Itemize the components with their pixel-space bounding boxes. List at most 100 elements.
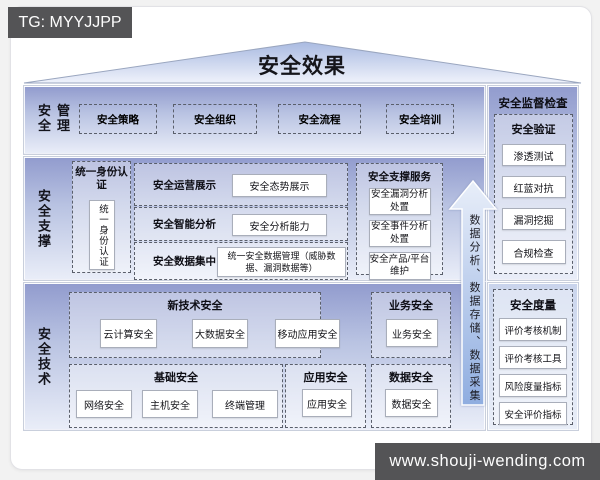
row-security-management: 安全管理 安全策略 安全组织 安全流程 安全培训 [24, 86, 485, 154]
group-business-security-title: 业务安全 [389, 300, 433, 312]
box-product-platform-maintenance-label: 安全产品/平台维护 [369, 253, 430, 277]
box-bigdata-security: 大数据安全 [192, 319, 248, 348]
group-data-security: 数据安全 数据安全 [371, 364, 451, 428]
box-evaluation-indicators-label: 安全评价指标 [504, 409, 562, 421]
group-support-services-title: 安全支撑服务 [368, 171, 431, 183]
group-basic-security: 基础安全 网络安全 主机安全 终端管理 [69, 364, 283, 428]
panel-supervision-title: 安全监督检查 [498, 98, 568, 110]
box-analysis-capability: 安全分析能力 [232, 214, 327, 236]
group-security-metrics-title: 安全度量 [510, 300, 556, 312]
group-data-centralization: 安全数据集中 统一安全数据管理（威胁数据、漏洞数据等） [134, 242, 348, 280]
box-unified-identity-label: 统一身份认证 [97, 203, 108, 267]
group-support-services: 安全支撑服务 安全漏洞分析处置 安全事件分析处置 安全产品/平台维护 [356, 163, 443, 280]
metrics-items-list: 评价考核机制 评价考核工具 风险度量指标 安全评价指标 [494, 318, 572, 425]
box-red-blue-confrontation-label: 红蓝对抗 [513, 183, 554, 195]
box-incident-analysis-label: 安全事件分析处置 [370, 221, 428, 245]
box-penetration-testing: 渗透测试 [501, 144, 566, 166]
data-flow-arrow-label: 数据分析、数据存储、数据采集 [468, 214, 480, 403]
box-evaluation-tools-label: 评价考核工具 [504, 353, 562, 365]
box-mobile-app-security: 移动应用安全 [275, 319, 340, 348]
box-business-security-label: 业务安全 [392, 329, 432, 341]
group-security-operations: 安全运营展示 安全态势展示 [134, 163, 348, 206]
panel-supervision: 安全监督检查 安全验证 渗透测试 红蓝对抗 漏洞挖掘 合规检查 [488, 86, 578, 280]
box-unified-data-management-label: 统一安全数据管理（威胁数据、漏洞数据等） [227, 250, 336, 273]
box-security-training: 安全培训 [386, 104, 454, 134]
box-incident-analysis: 安全事件分析处置 [368, 220, 431, 247]
group-data-security-title: 数据安全 [389, 372, 433, 384]
tg-badge-label: TG: MYYJJPP [18, 13, 122, 31]
box-security-policy-label: 安全策略 [97, 113, 139, 126]
box-compliance-check-label: 合规检查 [513, 248, 554, 260]
box-security-policy: 安全策略 [79, 104, 157, 134]
tg-badge: TG: MYYJJPP [8, 7, 132, 38]
box-cloud-security: 云计算安全 [100, 319, 157, 348]
box-situation-display: 安全态势展示 [232, 174, 327, 197]
box-vuln-analysis: 安全漏洞分析处置 [368, 188, 431, 215]
supervision-items-list: 渗透测试 红蓝对抗 漏洞挖掘 合规检查 [495, 144, 572, 264]
row-security-support: 安全支撑 统一身份认证 统一身份认证 安全运营展示 安全态势展示 安全智能分析 … [24, 157, 485, 280]
group-data-centralization-title: 安全数据集中 [153, 255, 216, 268]
box-evaluation-mechanism-label: 评价考核机制 [504, 325, 562, 337]
group-security-operations-title: 安全运营展示 [153, 179, 216, 191]
box-network-security-label: 网络安全 [84, 400, 124, 412]
box-penetration-testing-label: 渗透测试 [513, 151, 554, 163]
box-network-security: 网络安全 [76, 390, 132, 418]
watermark-url: www.shouji-wending.com [389, 452, 586, 470]
box-application-security-label: 应用安全 [307, 399, 347, 411]
box-vuln-analysis-label: 安全漏洞分析处置 [370, 189, 428, 213]
box-red-blue-confrontation: 红蓝对抗 [501, 176, 566, 198]
group-new-tech-title: 新技术安全 [167, 300, 223, 312]
row-security-technology: 安全技术 新技术安全 云计算安全 大数据安全 移动应用安全 业务安全 业务安全 … [24, 283, 485, 430]
data-flow-arrow [448, 179, 498, 406]
roof-title: 安全效果 [258, 55, 346, 78]
box-security-organization: 安全组织 [173, 104, 257, 134]
group-business-security: 业务安全 业务安全 [371, 292, 451, 358]
box-terminal-management-label: 终端管理 [225, 400, 265, 412]
box-security-organization-label: 安全组织 [194, 113, 236, 126]
panel-metrics: 安全度量 评价考核机制 评价考核工具 风险度量指标 安全评价指标 [488, 283, 578, 430]
box-cloud-security-label: 云计算安全 [103, 330, 154, 341]
box-compliance-check: 合规检查 [501, 240, 566, 264]
support-services-list: 安全漏洞分析处置 安全事件分析处置 安全产品/平台维护 [357, 188, 442, 280]
group-new-tech-security: 新技术安全 云计算安全 大数据安全 移动应用安全 [69, 292, 340, 358]
row-management-label: 安全管理 [36, 103, 70, 134]
box-data-security-label: 数据安全 [391, 399, 432, 411]
box-host-security-label: 主机安全 [150, 400, 190, 412]
box-unified-identity: 统一身份认证 [89, 200, 115, 270]
box-bigdata-security-label: 大数据安全 [195, 330, 245, 341]
row-support-label: 安全支撑 [36, 188, 51, 249]
roof-shape [23, 41, 582, 84]
group-security-metrics: 安全度量 评价考核机制 评价考核工具 风险度量指标 安全评价指标 [493, 289, 573, 425]
box-vuln-mining-label: 漏洞挖掘 [513, 215, 554, 227]
group-intelligent-analysis: 安全智能分析 安全分析能力 [134, 207, 348, 241]
group-intelligent-analysis-title: 安全智能分析 [153, 218, 216, 231]
box-security-training-label: 安全培训 [399, 113, 441, 126]
box-risk-metrics: 风险度量指标 [499, 374, 567, 397]
box-business-security: 业务安全 [386, 319, 438, 347]
box-situation-display-label: 安全态势展示 [249, 182, 310, 193]
row-technology-label: 安全技术 [36, 326, 51, 387]
box-security-process: 安全流程 [278, 104, 361, 134]
group-application-security-title: 应用安全 [303, 372, 348, 384]
box-product-platform-maintenance: 安全产品/平台维护 [368, 252, 431, 280]
box-evaluation-tools: 评价考核工具 [499, 346, 567, 369]
box-application-security: 应用安全 [302, 389, 352, 417]
box-data-security: 数据安全 [385, 389, 438, 417]
box-evaluation-indicators: 安全评价指标 [499, 402, 567, 425]
group-unified-identity: 统一身份认证 统一身份认证 [72, 161, 131, 273]
box-mobile-app-security-label: 移动应用安全 [277, 330, 338, 341]
box-evaluation-mechanism: 评价考核机制 [499, 318, 567, 341]
group-application-security: 应用安全 应用安全 [285, 364, 366, 428]
group-basic-security-title: 基础安全 [154, 372, 198, 384]
box-unified-data-management: 统一安全数据管理（威胁数据、漏洞数据等） [217, 247, 346, 277]
box-host-security: 主机安全 [142, 390, 198, 418]
watermark-bar: www.shouji-wending.com [375, 443, 600, 480]
group-security-verification-title: 安全验证 [511, 124, 556, 136]
group-security-verification: 安全验证 渗透测试 红蓝对抗 漏洞挖掘 合规检查 [494, 114, 573, 274]
box-vuln-mining: 漏洞挖掘 [501, 208, 566, 230]
box-terminal-management: 终端管理 [212, 390, 278, 418]
box-analysis-capability-label: 安全分析能力 [249, 221, 310, 233]
box-security-process-label: 安全流程 [298, 113, 341, 126]
box-risk-metrics-label: 风险度量指标 [504, 381, 562, 393]
